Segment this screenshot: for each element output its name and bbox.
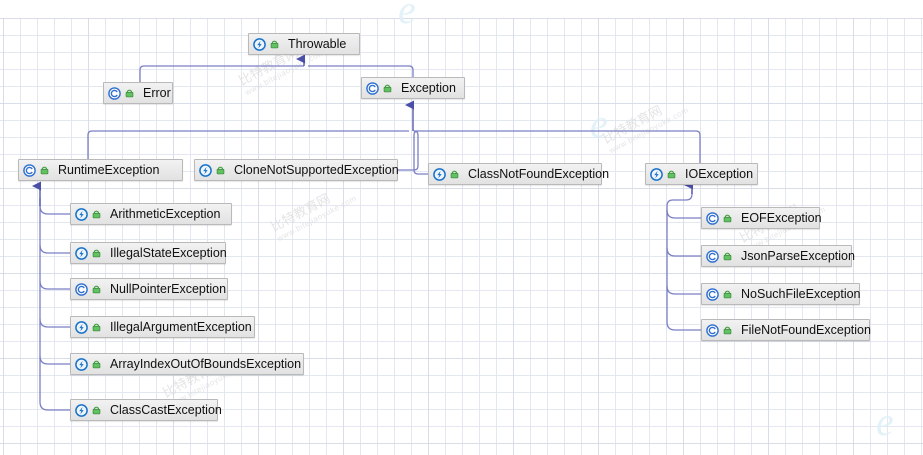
class-node-nosuchfile[interactable]: NoSuchFileException — [701, 283, 861, 305]
protected-lock-icon — [92, 360, 101, 368]
class-node-jsonparse[interactable]: JsonParseException — [701, 245, 855, 267]
top-white-band — [0, 0, 923, 18]
class-node-label: EOFException — [741, 210, 822, 225]
class-node-label: FileNotFoundException — [741, 322, 871, 337]
class-node-label: JsonParseException — [741, 248, 855, 263]
watermark-subtext: www.bitejiaoyuke.com — [275, 193, 359, 244]
protected-lock-icon — [92, 249, 101, 257]
edge-runtime-to-exception — [87, 130, 409, 159]
watermark-text: 比特教育网 — [268, 190, 333, 235]
protected-lock-icon — [383, 84, 392, 92]
protected-lock-icon — [450, 170, 459, 178]
watermark: e — [876, 398, 894, 445]
watermark-logo-glyph: e — [590, 101, 608, 146]
protected-lock-icon — [92, 285, 101, 293]
class-node-label: Error — [143, 85, 171, 100]
protected-lock-icon — [92, 406, 101, 414]
class-node-label: IllegalStateException — [110, 245, 227, 260]
edge-jsonparse-to-ioexception — [666, 210, 701, 257]
class-icon — [706, 287, 719, 301]
class-node-label: Throwable — [288, 36, 347, 51]
watermark-logo-glyph: e — [876, 399, 894, 444]
edge-illegalstate-to-runtime — [39, 206, 70, 254]
class-node-label: RuntimeException — [58, 162, 160, 177]
protected-lock-icon — [92, 210, 101, 218]
protected-lock-icon — [723, 290, 732, 298]
abstract-class-icon — [75, 207, 88, 221]
edge-nullpointer-to-runtime — [39, 245, 70, 290]
abstract-class-icon — [75, 320, 88, 334]
class-icon — [366, 81, 379, 95]
watermark: e — [398, 0, 416, 33]
edge-filenotfound-to-ioexception — [666, 286, 701, 331]
class-node-label: ArrayIndexOutOfBoundsException — [110, 356, 302, 371]
protected-lock-icon — [723, 252, 732, 260]
edge-ioexception-to-exception — [417, 130, 701, 163]
edge-classnotfound-to-exception — [413, 130, 428, 175]
class-node-exception[interactable]: Exception — [361, 77, 465, 99]
edge-nosuchfile-to-ioexception — [666, 248, 701, 295]
abstract-class-icon — [253, 37, 266, 51]
watermark-subtext: www.bitejiaoyuke.com — [607, 105, 691, 156]
class-node-filenotfound[interactable]: FileNotFoundException — [701, 319, 871, 341]
class-node-label: IllegalArgumentException — [110, 319, 252, 334]
class-node-label: IOException — [685, 166, 754, 181]
protected-lock-icon — [723, 326, 732, 334]
edge-exception-to-throwable — [308, 65, 414, 77]
abstract-class-icon — [433, 167, 446, 181]
edge-arrayindex-to-runtime — [39, 319, 70, 365]
abstract-class-icon — [75, 357, 88, 371]
abstract-class-icon — [75, 246, 88, 260]
class-node-ioexception[interactable]: IOException — [645, 163, 758, 185]
protected-lock-icon — [40, 166, 49, 174]
class-icon — [23, 163, 36, 177]
protected-lock-icon — [125, 89, 134, 97]
class-node-illegalstate[interactable]: IllegalStateException — [70, 242, 227, 264]
watermark-text: 比特教育网 — [600, 102, 665, 147]
class-node-arithmetic[interactable]: ArithmeticException — [70, 203, 232, 225]
protected-lock-icon — [270, 40, 279, 48]
protected-lock-icon — [92, 323, 101, 331]
class-node-runtime[interactable]: RuntimeException — [18, 159, 183, 181]
class-icon — [108, 86, 121, 100]
class-node-classcast[interactable]: ClassCastException — [70, 399, 222, 421]
class-node-label: ArithmeticException — [110, 206, 221, 221]
abstract-class-icon — [199, 163, 212, 177]
watermark-logo-glyph: e — [398, 0, 416, 32]
edge-illegalarg-to-runtime — [39, 281, 70, 328]
class-icon — [75, 282, 88, 296]
protected-lock-icon — [723, 214, 732, 222]
edge-eof-to-ioexception — [666, 190, 701, 219]
class-node-illegalarg[interactable]: IllegalArgumentException — [70, 316, 255, 338]
class-node-throwable[interactable]: Throwable — [248, 33, 360, 55]
watermark-subtext: www.bitejiaoyuke.com — [243, 47, 327, 98]
class-node-clonenotsup[interactable]: CloneNotSupportedException — [194, 159, 399, 181]
class-node-error[interactable]: Error — [103, 82, 173, 104]
abstract-class-icon — [650, 167, 663, 181]
edge-clonenotsup-to-exception — [398, 130, 419, 171]
edge-error-to-throwable — [139, 65, 304, 82]
class-node-eof[interactable]: EOFException — [701, 207, 822, 229]
edge-arithmetic-to-runtime — [39, 198, 70, 215]
class-node-label: NoSuchFileException — [741, 286, 861, 301]
class-node-label: ClassNotFoundException — [468, 166, 610, 181]
protected-lock-icon — [216, 166, 225, 174]
class-icon — [706, 211, 719, 225]
watermark: e — [590, 100, 608, 147]
class-node-arrayindex[interactable]: ArrayIndexOutOfBoundsException — [70, 353, 304, 375]
class-icon — [706, 249, 719, 263]
class-node-classnotfound[interactable]: ClassNotFoundException — [428, 163, 609, 185]
edge-classcast-to-runtime — [39, 356, 70, 411]
class-icon — [706, 323, 719, 337]
class-node-label: Exception — [401, 80, 456, 95]
protected-lock-icon — [667, 170, 676, 178]
class-node-label: ClassCastException — [110, 402, 222, 417]
class-node-label: CloneNotSupportedException — [234, 162, 399, 177]
abstract-class-icon — [75, 403, 88, 417]
class-node-label: NullPointerException — [110, 281, 227, 296]
class-node-nullpointer[interactable]: NullPointerException — [70, 278, 228, 300]
